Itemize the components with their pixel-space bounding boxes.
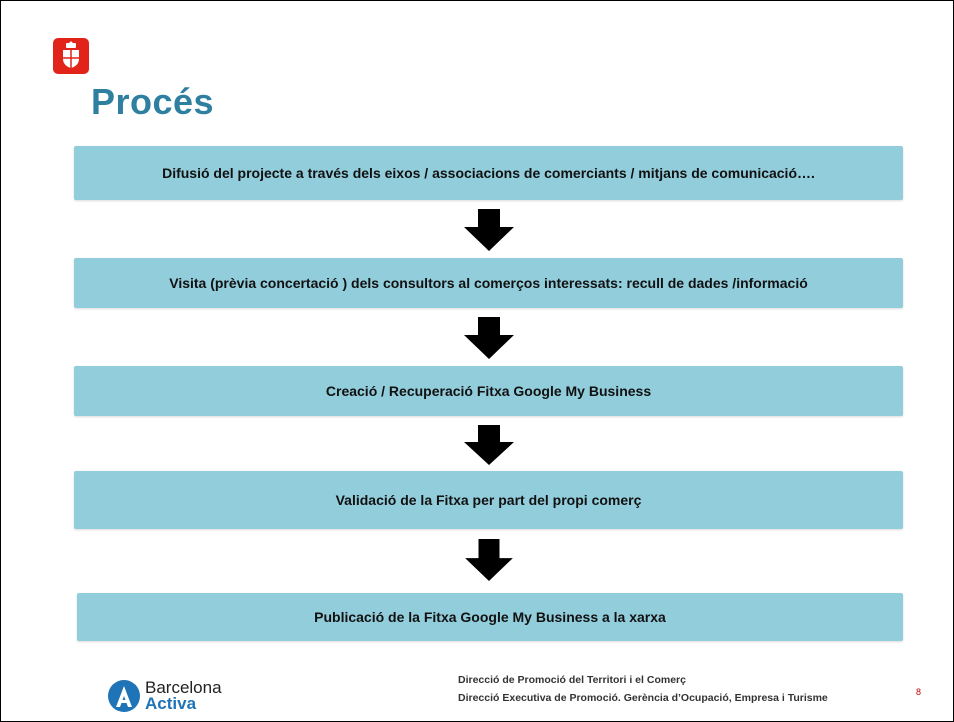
down-arrow-icon	[465, 539, 513, 581]
footer-credits: Direcció de Promoció del Territori i el …	[458, 671, 828, 707]
process-step-2: Visita (prèvia concertació ) dels consul…	[74, 258, 903, 308]
footer-line-1: Direcció de Promoció del Territori i el …	[458, 674, 686, 686]
barcelona-activa-logo: Barcelona Activa	[107, 679, 222, 713]
process-step-1: Difusió del projecte a través dels eixos…	[74, 146, 903, 200]
process-step-5: Publicació de la Fitxa Google My Busines…	[77, 593, 903, 641]
footer-line-2: Direcció Executiva de Promoció. Gerència…	[458, 692, 828, 704]
down-arrow-icon	[464, 209, 514, 251]
brand-name: Barcelona	[145, 678, 222, 697]
page-number: 8	[916, 687, 922, 697]
process-step-4: Validació de la Fitxa per part del propi…	[74, 471, 903, 529]
page-title: Procés	[91, 81, 215, 122]
down-arrow-icon	[464, 425, 514, 465]
barcelona-activa-logo-icon	[108, 680, 140, 712]
brand-subname: Activa	[145, 694, 197, 713]
down-arrow-icon	[464, 317, 514, 359]
ajuntament-logo-icon	[53, 38, 89, 74]
process-step-3: Creació / Recuperació Fitxa Google My Bu…	[74, 366, 903, 416]
